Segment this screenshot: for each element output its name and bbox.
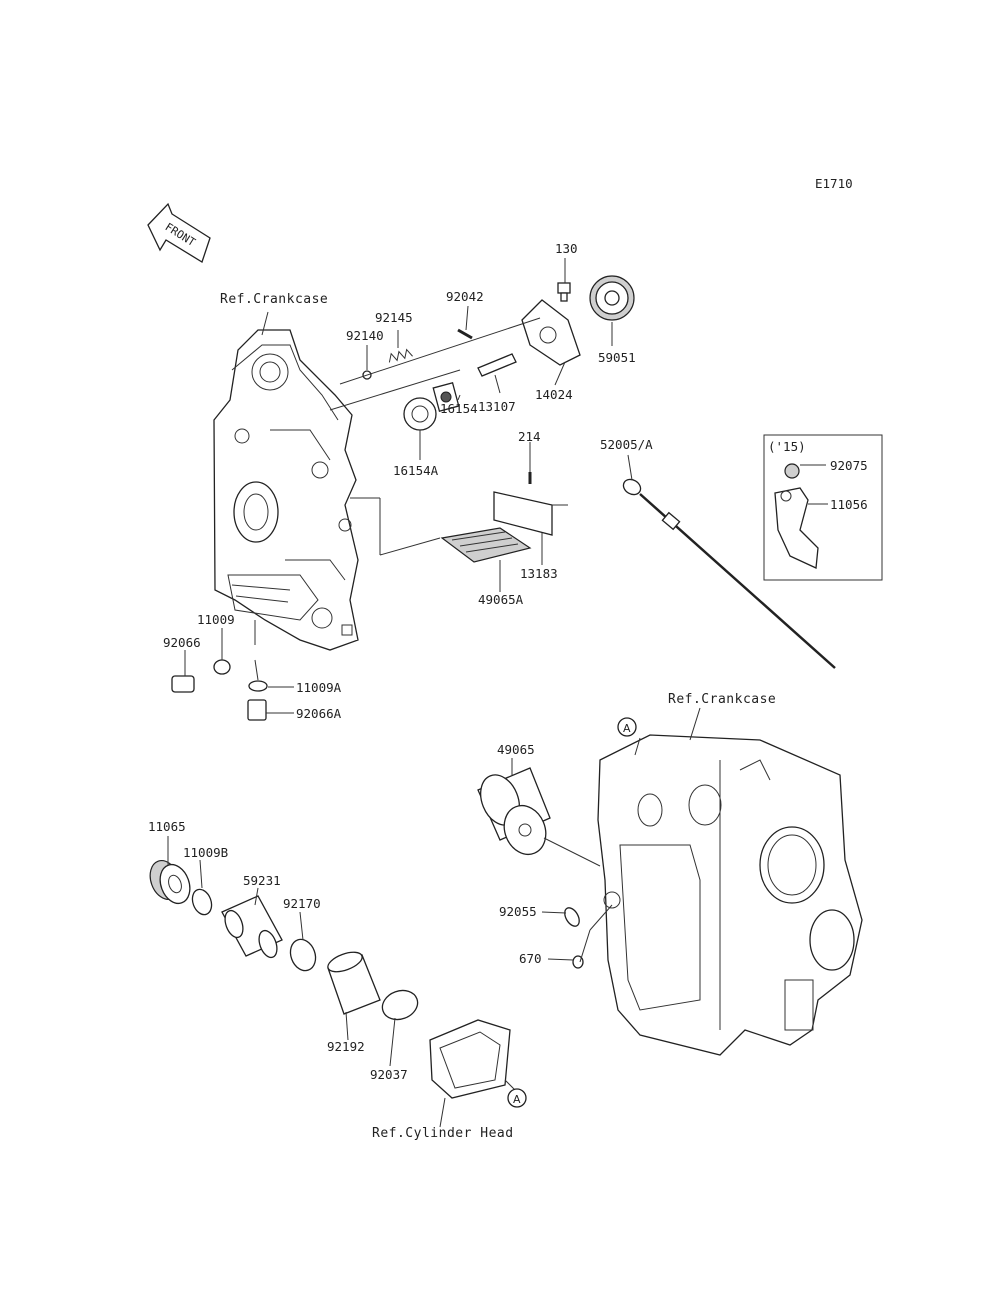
part-label-92037: 92037 xyxy=(370,1067,408,1082)
part-49065-shape xyxy=(477,767,551,856)
part-label-52005A: 52005/A xyxy=(600,437,653,452)
part-13183-shape xyxy=(493,491,568,536)
part-14024-shape xyxy=(521,299,581,366)
part-92066-shape xyxy=(171,675,195,693)
part-49065A-shape xyxy=(440,527,532,563)
svg-text:A: A xyxy=(623,722,631,735)
part-label-92140: 92140 xyxy=(346,328,384,343)
ref-cylinder-head-label: Ref.Cylinder Head xyxy=(372,1126,514,1141)
part-label-13107: 13107 xyxy=(478,399,516,414)
part-label-16154: 16154 xyxy=(440,401,478,416)
part-label-13183: 13183 xyxy=(520,566,558,581)
diagram-code: E1710 xyxy=(815,176,853,191)
part-92037-shape xyxy=(381,989,419,1021)
right-crankcase xyxy=(597,734,863,1056)
part-11009-shape xyxy=(213,659,231,675)
part-label-130: 130 xyxy=(555,241,578,256)
part-label-49065: 49065 xyxy=(497,742,535,757)
cylinder-head-fitting xyxy=(429,1019,511,1099)
part-16154A-shape xyxy=(403,397,437,431)
part-label-59051: 59051 xyxy=(598,350,636,365)
part-label-11065: 11065 xyxy=(148,819,186,834)
part-label-11009B: 11009B xyxy=(183,845,229,860)
part-label-92066: 92066 xyxy=(163,635,201,650)
part-92192-shape xyxy=(327,951,381,1015)
part-92170-shape xyxy=(289,938,317,972)
part-11009A-shape xyxy=(248,680,268,692)
part-label-214: 214 xyxy=(518,429,541,444)
part-59051-shape xyxy=(589,275,635,321)
part-label-11009: 11009 xyxy=(197,612,235,627)
part-label-49065A: 49065A xyxy=(478,592,524,607)
part-label-59231: 59231 xyxy=(243,873,281,888)
part-59231-shape xyxy=(221,895,283,959)
part-label-92075: 92075 xyxy=(830,458,868,473)
ref-crankcase-left-label: Ref.Crankcase xyxy=(220,292,329,307)
part-92042-shape xyxy=(457,328,473,340)
part-label-92042: 92042 xyxy=(446,289,484,304)
part-label-92145: 92145 xyxy=(375,310,413,325)
part-label-14024: 14024 xyxy=(535,387,573,402)
part-11009B-shape xyxy=(191,888,213,916)
part-92066A-shape xyxy=(247,699,267,721)
part-label-11009A: 11009A xyxy=(296,680,342,695)
left-crankcase-cover xyxy=(213,329,359,651)
ref-crankcase-right-label: Ref.Crankcase xyxy=(668,692,777,707)
callout-marker-a-right: A xyxy=(617,717,637,737)
callout-marker-a-bottom: A xyxy=(507,1088,527,1108)
part-52005A-shape xyxy=(622,478,836,669)
part-label-11056: 11056 xyxy=(830,497,868,512)
part-11065-shape xyxy=(149,860,191,905)
part-label-92066A: 92066A xyxy=(296,706,342,721)
part-130-shape xyxy=(557,282,571,302)
inset-year-label: ('15) xyxy=(768,439,806,454)
part-92145-shape xyxy=(388,348,413,363)
part-label-16154A: 16154A xyxy=(393,463,439,478)
part-label-92170: 92170 xyxy=(283,896,321,911)
part-16154-shape xyxy=(432,382,460,412)
inset-box-2015 xyxy=(763,434,883,581)
part-92055-shape xyxy=(564,907,580,927)
svg-text:A: A xyxy=(513,1093,521,1106)
part-label-92192: 92192 xyxy=(327,1039,365,1054)
front-arrow-icon: FRONT xyxy=(147,202,211,263)
part-13107-shape xyxy=(477,353,517,377)
part-label-670: 670 xyxy=(519,951,542,966)
leader-lines xyxy=(167,258,828,1128)
part-label-92055: 92055 xyxy=(499,904,537,919)
